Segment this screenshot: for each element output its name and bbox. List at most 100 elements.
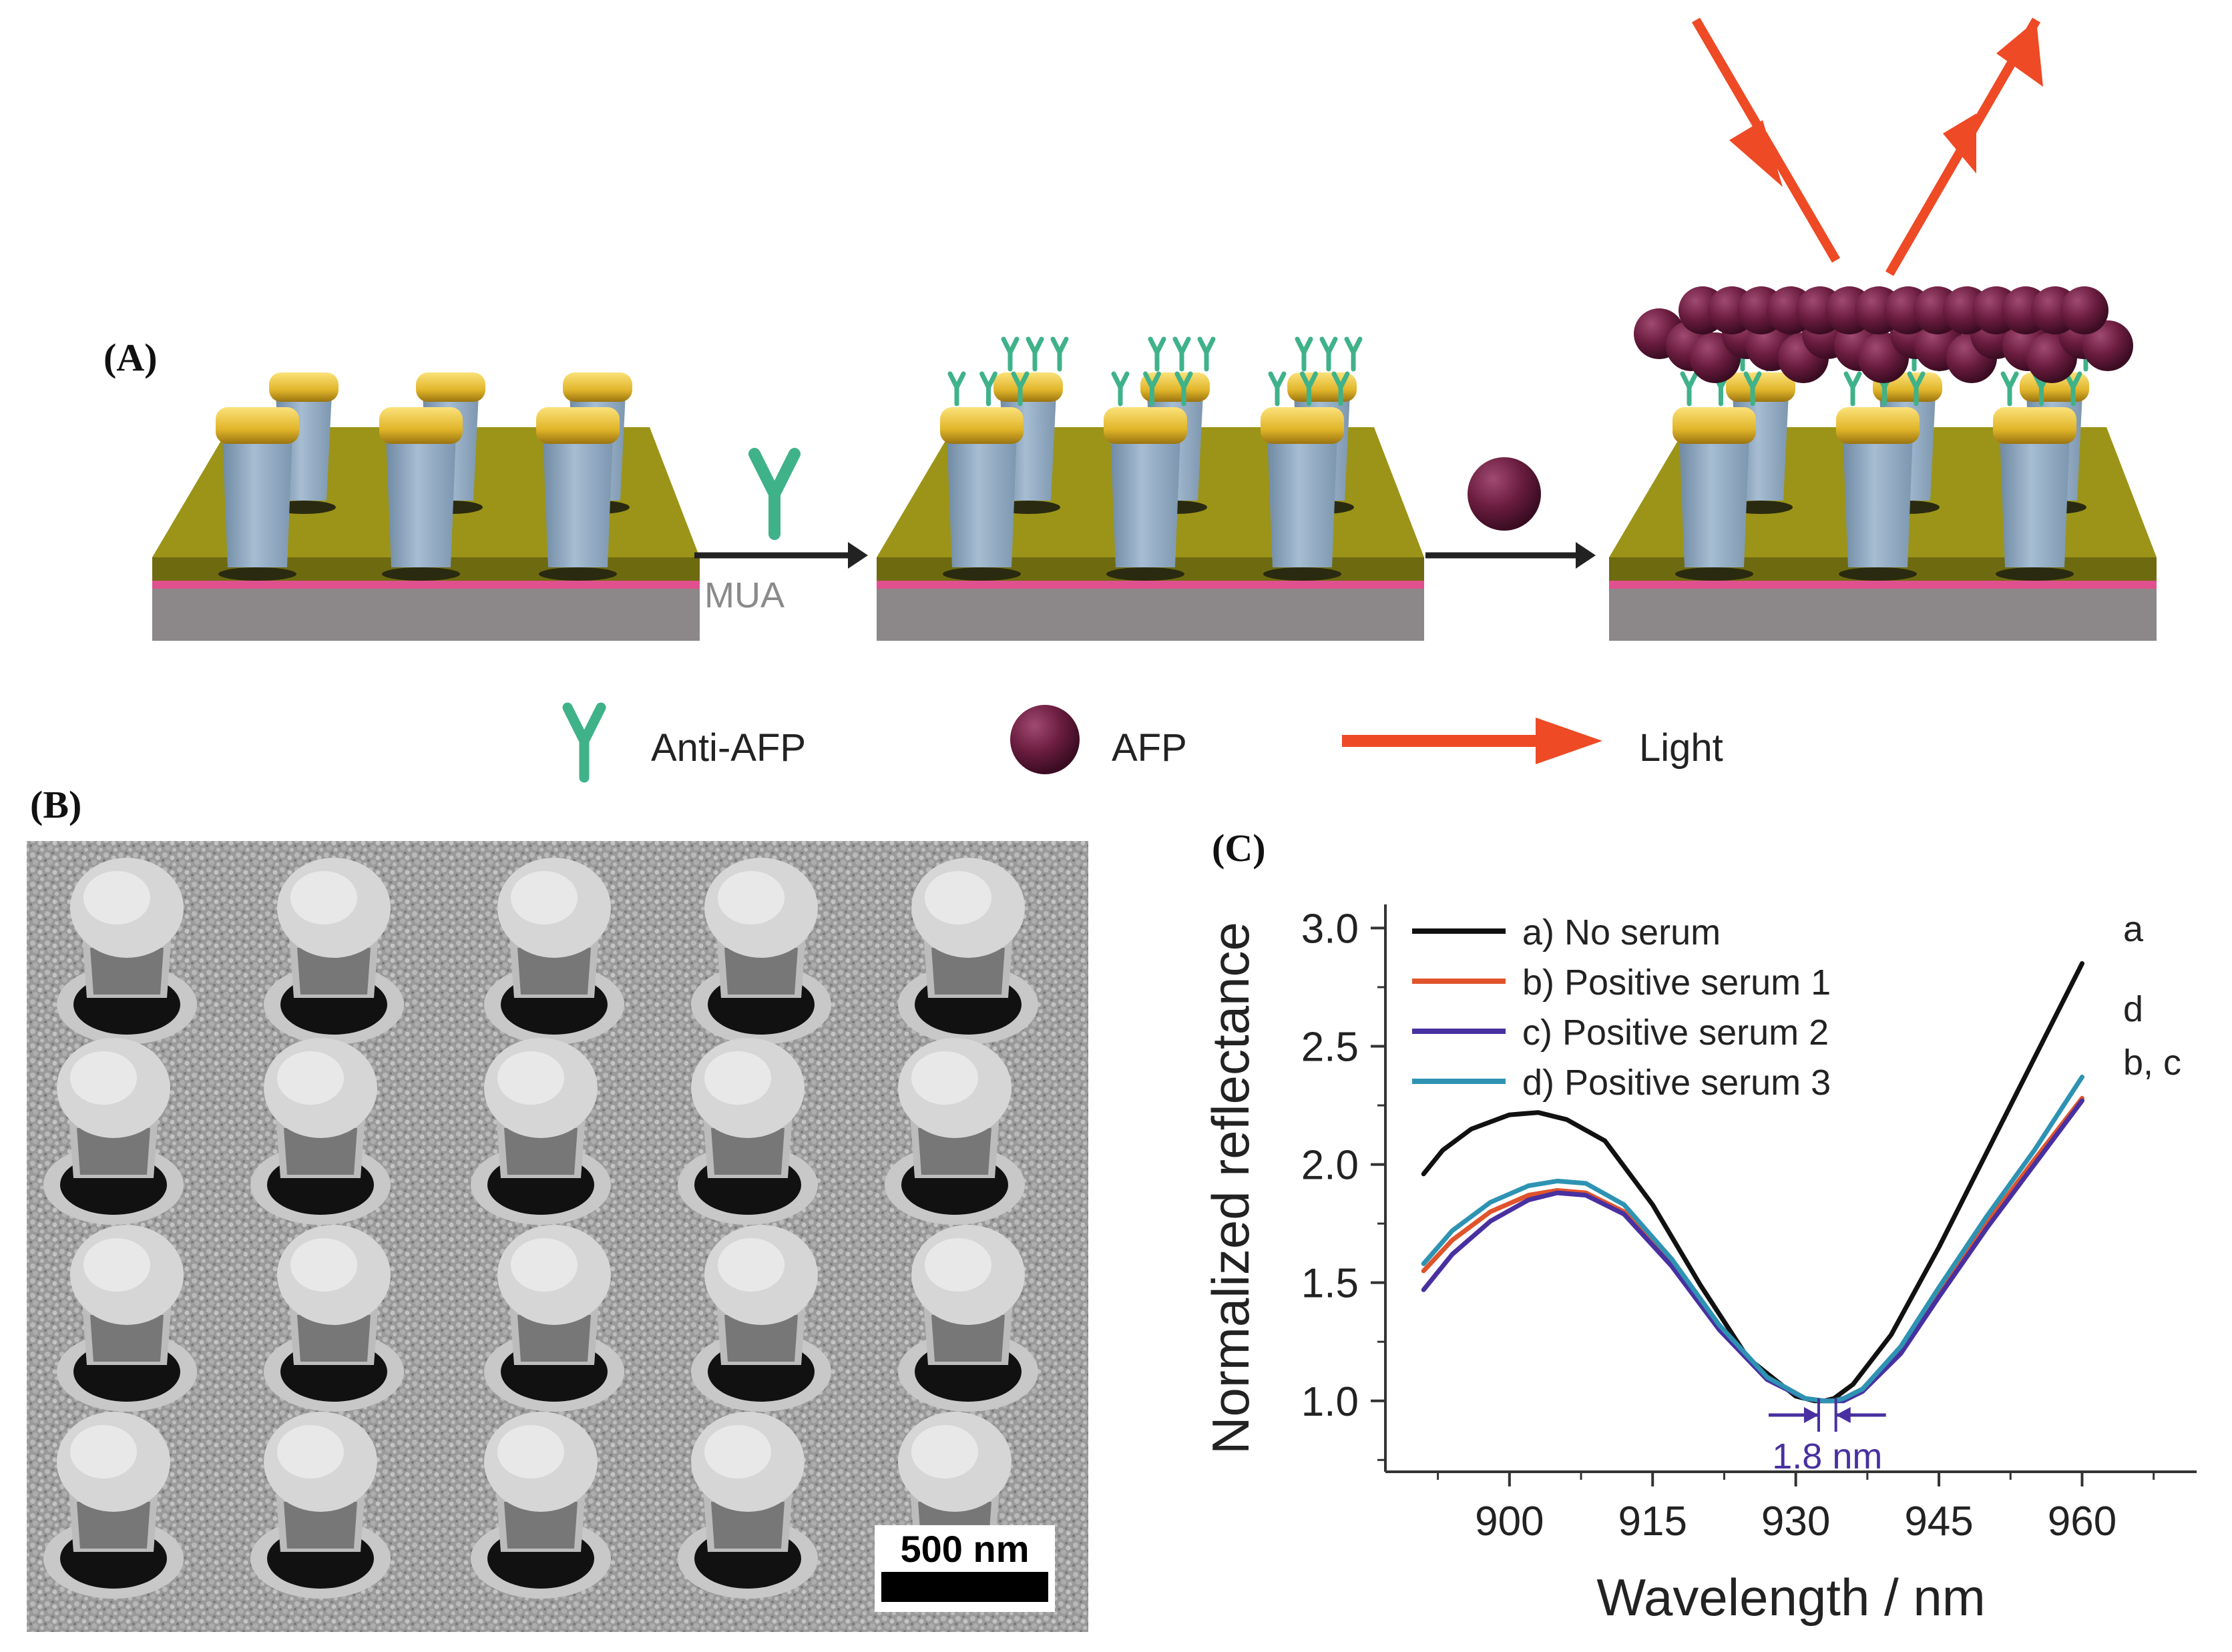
sem-pillar	[264, 1225, 404, 1412]
pillar-cap-highlight	[277, 1051, 344, 1105]
panel-label-a: (A)	[103, 336, 158, 379]
step-arrow-mua	[694, 542, 868, 569]
adhesion-layer	[152, 581, 700, 589]
scale-bar-label: 500 nm	[901, 1528, 1030, 1570]
pillar-body	[1110, 434, 1180, 567]
pillar-cap-highlight	[497, 1425, 564, 1478]
pillar-cap-highlight	[277, 1425, 344, 1478]
base-layer	[877, 589, 1424, 641]
pillar-cap-highlight	[497, 1051, 564, 1105]
gold-cap	[269, 372, 339, 402]
nanopillar	[1993, 407, 2076, 581]
gold-cap	[1672, 407, 1756, 444]
antibody-icon	[1295, 336, 1313, 372]
antibody-icon	[2000, 371, 2019, 406]
pillar-body	[1679, 434, 1749, 567]
sem-pillar	[678, 1038, 818, 1225]
sem-pillar	[250, 1412, 391, 1599]
pillar-body	[386, 434, 456, 567]
scale-bar	[881, 1572, 1048, 1602]
antibody-icon	[1319, 336, 1338, 372]
y-tick-label: 1.0	[1301, 1379, 1359, 1425]
antibody-icon	[1148, 336, 1166, 372]
pillar-cap-highlight	[83, 871, 150, 924]
sem-pillar	[898, 1225, 1038, 1412]
nanopillar	[379, 407, 463, 581]
pillar-cap-highlight	[925, 1238, 991, 1292]
sem-pillar	[691, 858, 831, 1045]
gold-cap	[1104, 407, 1187, 444]
pillar-hole	[382, 567, 460, 581]
x-tick-label: 930	[1761, 1498, 1830, 1545]
pillar-shadow	[931, 1315, 1005, 1362]
pillar-shadow	[931, 948, 1005, 995]
antibody-icon	[1050, 336, 1069, 372]
x-tick-label: 945	[1904, 1498, 1973, 1545]
pillar-shadow	[711, 1502, 785, 1549]
gold-cap	[940, 407, 1024, 444]
antibody-icon	[1197, 336, 1216, 372]
pillar-shadow	[90, 948, 164, 995]
pillar-shadow	[724, 1315, 798, 1362]
sem-pillar	[43, 1038, 184, 1225]
y-tick-label: 1.5	[1301, 1261, 1359, 1307]
light-arrow-icon	[1342, 718, 1602, 764]
afp-sphere-icon	[1010, 705, 1080, 774]
sem-pillar	[471, 1038, 611, 1225]
sem-pillar	[250, 1038, 391, 1225]
pillar-cap-highlight	[70, 1425, 137, 1478]
antibody-icon	[979, 371, 997, 406]
legend-entry-2: c) Positive serum 2	[1522, 1013, 1829, 1053]
gold-cap	[993, 372, 1063, 402]
incident-light-arrow	[1691, 17, 1841, 263]
annotation-label: 1.8 nm	[1772, 1436, 1882, 1476]
substrate-stage-1	[152, 372, 700, 641]
sem-pillar	[885, 1038, 1025, 1225]
pillar-hole	[1675, 567, 1753, 581]
annotation-arrowhead-left	[1803, 1407, 1819, 1423]
pillar-shadow	[90, 1315, 164, 1362]
pillar-cap-highlight	[83, 1238, 150, 1292]
legend-label-afp: AFP	[1112, 726, 1187, 770]
legend-entry-0: a) No serum	[1522, 912, 1721, 952]
antibody-icon	[1001, 336, 1020, 372]
x-axis-label: Wavelength / nm	[1596, 1568, 1985, 1627]
antibody-icon	[1268, 371, 1287, 406]
pillar-body	[1267, 434, 1337, 567]
antibody-icon	[1331, 371, 1350, 406]
pillar-shadow	[517, 948, 591, 995]
y-axis-label: Normalized reflectance	[1201, 922, 1260, 1454]
pillar-shadow	[918, 1128, 991, 1175]
pillar-cap-highlight	[511, 871, 578, 924]
antibody-icon	[1172, 336, 1191, 372]
adhesion-layer	[877, 581, 1424, 589]
legend-entry-3: d) Positive serum 3	[1522, 1063, 1831, 1103]
base-layer	[152, 589, 700, 641]
sem-pillar	[57, 1225, 197, 1412]
sem-pillar	[691, 1225, 831, 1412]
adhesion-layer	[1609, 581, 2157, 589]
nanopillar	[1261, 407, 1344, 581]
panel-label-c: (C)	[1212, 826, 1266, 870]
antibody-icon	[1174, 371, 1193, 406]
legend-label-anti-afp: Anti-AFP	[651, 726, 806, 770]
pillar-shadow	[77, 1128, 150, 1175]
antibody-icon	[1300, 371, 1318, 406]
sem-pillar	[57, 858, 197, 1045]
pillar-shadow	[711, 1128, 785, 1175]
nanopillar	[1104, 407, 1187, 581]
sem-pillar	[484, 1225, 624, 1412]
y-tick-label: 2.0	[1301, 1143, 1359, 1189]
substrate-stage-2	[877, 336, 1424, 641]
pillar-shadow	[724, 948, 798, 995]
pillar-body	[222, 434, 292, 567]
pillar-hole	[218, 567, 296, 581]
afp-sphere-icon	[2082, 320, 2133, 371]
pillar-hole	[1996, 567, 2074, 581]
pillar-shadow	[297, 948, 371, 995]
reflected-light-arrow	[1885, 17, 2043, 276]
antibody-icon	[1907, 371, 1926, 406]
nanopillar	[216, 407, 299, 581]
step-label-mua: MUA	[704, 575, 785, 615]
